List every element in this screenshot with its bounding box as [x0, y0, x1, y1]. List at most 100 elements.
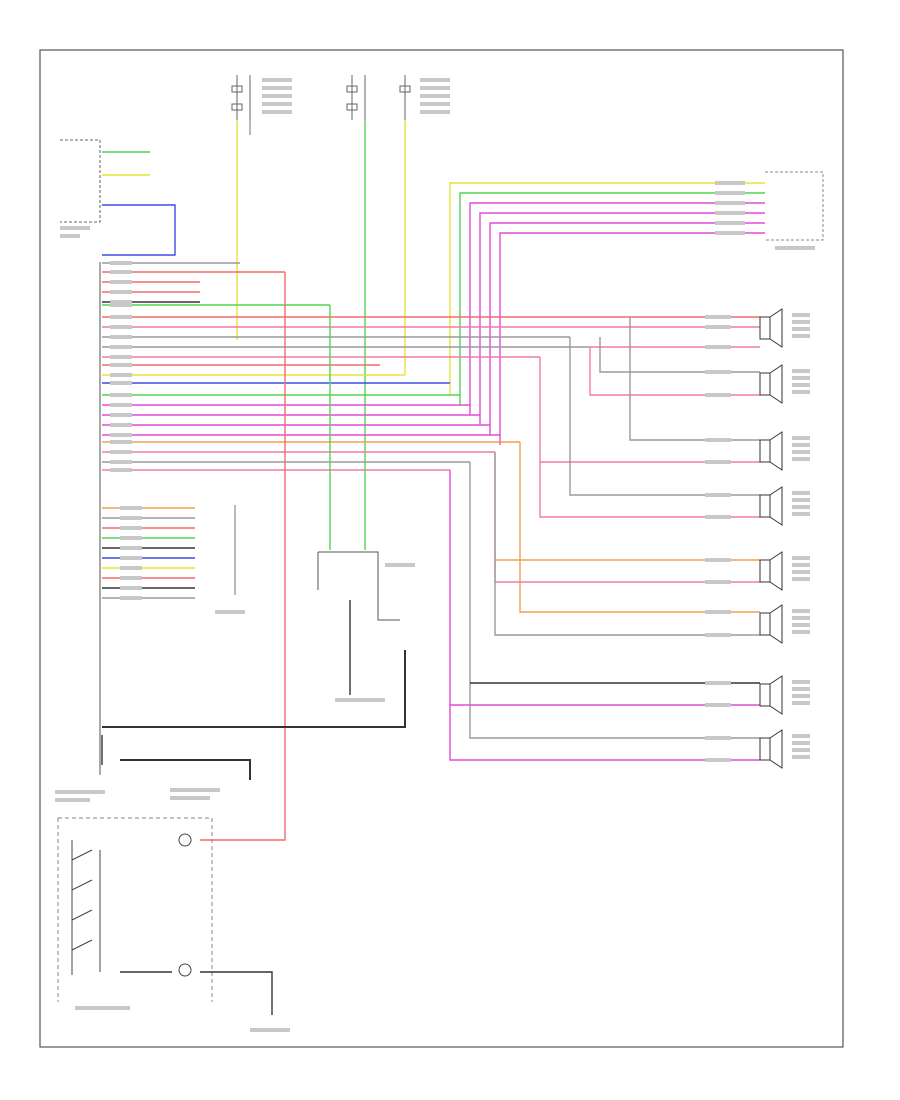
harness-label-placeholder [110, 440, 132, 444]
speaker-wire-label-placeholder [705, 515, 731, 519]
speaker-label-placeholder [792, 741, 810, 745]
bottom-left-label-placeholder [55, 790, 105, 794]
wire-magenta-speaker8 [449, 470, 760, 761]
speaker-icon [759, 675, 783, 715]
wire-top-feed [479, 212, 765, 425]
fuse-left-label-placeholder [262, 78, 292, 82]
speaker-wire-label-placeholder [705, 325, 731, 329]
speaker-label-placeholder [792, 376, 810, 380]
ground-label-placeholder [170, 788, 220, 792]
harness-label-placeholder [110, 413, 132, 417]
speaker-wire-label-placeholder [705, 736, 731, 740]
harness-label-placeholder [110, 433, 132, 437]
speaker-icon [759, 364, 783, 404]
fuse-left-label-placeholder [262, 102, 292, 106]
harness-label-placeholder [110, 345, 132, 349]
speaker-label-placeholder [792, 450, 810, 454]
top-feed-label-placeholder [715, 221, 745, 225]
fuse-right-label-placeholder [420, 110, 450, 114]
center-module-label-placeholder [385, 563, 415, 567]
speaker-label-placeholder [792, 577, 810, 581]
speaker-label-placeholder [792, 748, 810, 752]
ground-label-placeholder [170, 796, 210, 800]
speaker-wire-label-placeholder [705, 703, 731, 707]
speaker-icon [759, 308, 783, 348]
lower-label-placeholder [120, 526, 142, 530]
wire-orange-speaker6 [519, 442, 760, 613]
lower-label-placeholder [120, 576, 142, 580]
wire-red-steering [200, 272, 286, 841]
lower-label-placeholder [120, 566, 142, 570]
harness-label-placeholder [110, 290, 132, 294]
speaker-label-placeholder [792, 313, 810, 317]
speaker-wire-label-placeholder [705, 345, 731, 349]
fuse-right-label-placeholder [420, 102, 450, 106]
harness-label-placeholder [110, 325, 132, 329]
speaker-wire-label-placeholder [705, 370, 731, 374]
wire-gray-speaker2 [599, 337, 760, 373]
speaker-label-placeholder [792, 334, 810, 338]
speaker-icon [759, 729, 783, 769]
speaker-wire-label-placeholder [705, 393, 731, 397]
steering-control-box [57, 817, 213, 1002]
speaker-label-placeholder [792, 680, 810, 684]
speaker-label-placeholder [792, 436, 810, 440]
fuse-left-label-placeholder [262, 86, 292, 90]
speaker-label-placeholder [792, 687, 810, 691]
top-feed-label-placeholder [715, 191, 745, 195]
harness-label-placeholder [110, 393, 132, 397]
speaker-label-placeholder [792, 383, 810, 387]
audio-unit-top [60, 139, 101, 223]
speaker-label-placeholder [792, 701, 810, 705]
lower-label-placeholder [120, 516, 142, 520]
center-ground-label-placeholder [335, 698, 385, 702]
harness-label-placeholder [110, 315, 132, 319]
speaker-label-placeholder [792, 563, 810, 567]
top-feed-label-placeholder [715, 211, 745, 215]
speaker-label-placeholder [792, 491, 810, 495]
harness-label-placeholder [110, 300, 132, 304]
wire-top-feed [499, 232, 765, 445]
unit-label-placeholder [60, 226, 90, 230]
speaker-icon [759, 431, 783, 471]
speaker-wire-label-placeholder [705, 580, 731, 584]
top-feed-label-placeholder [715, 181, 745, 185]
unit-label-placeholder [60, 234, 80, 238]
harness-label-placeholder [110, 450, 132, 454]
speaker-label-placeholder [792, 570, 810, 574]
speaker-label-placeholder [792, 512, 810, 516]
fuse-right-label-placeholder [420, 86, 450, 90]
fuse-block-left [231, 75, 251, 120]
fuse-left-label-placeholder [262, 94, 292, 98]
lower-label-placeholder [120, 556, 142, 560]
speaker-label-placeholder [792, 609, 810, 613]
lower-label-placeholder [120, 506, 142, 510]
speaker-label-placeholder [792, 320, 810, 324]
speaker-label-placeholder [792, 616, 810, 620]
steering-switches [71, 833, 192, 977]
speaker-label-placeholder [792, 630, 810, 634]
diagram-frame [39, 49, 844, 1048]
lower-label-placeholder [120, 586, 142, 590]
right-top-module [765, 171, 824, 241]
wire-top-feed [449, 182, 765, 395]
harness-label-placeholder [110, 261, 132, 265]
speaker-label-placeholder [792, 734, 810, 738]
bottom-left-label-placeholder [55, 798, 90, 802]
speaker-wire-label-placeholder [705, 633, 731, 637]
wire-gray-speaker4 [569, 337, 760, 496]
speaker-label-placeholder [792, 443, 810, 447]
speaker-wire-label-placeholder [705, 315, 731, 319]
speaker-icon [759, 486, 783, 526]
harness-label-placeholder [110, 373, 132, 377]
speaker-label-placeholder [792, 755, 810, 759]
speaker-wire-label-placeholder [705, 681, 731, 685]
speaker-label-placeholder [792, 457, 810, 461]
lower-unit-label-placeholder [215, 610, 245, 614]
wire-ground-lower [120, 759, 251, 780]
speaker-label-placeholder [792, 694, 810, 698]
harness-label-placeholder [110, 270, 132, 274]
harness-label-placeholder [110, 355, 132, 359]
wire-blue-loop [102, 204, 176, 256]
